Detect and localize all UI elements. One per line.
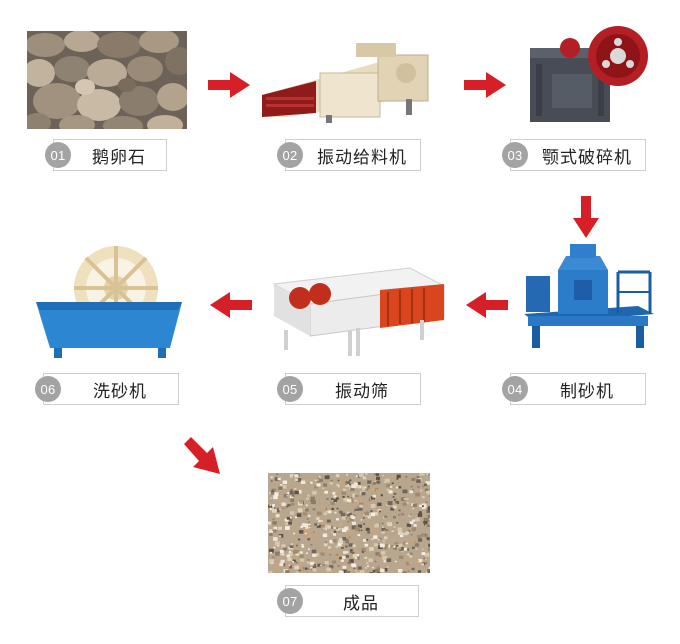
step-label-text: 洗砂机 [93,381,147,402]
step-label-text: 振动给料机 [317,147,407,168]
step-number-badge: 06 [35,376,61,402]
step-01-label: 01 鹅卵石 [45,139,167,171]
step-05-label: 05 振动筛 [277,373,421,405]
step-number-badge: 03 [502,142,528,168]
sand-washer-image [32,240,188,360]
vibrating-feeder-image [256,33,436,123]
arrow-down-right-icon [184,437,220,474]
step-label-text: 制砂机 [560,381,614,402]
step-04-label: 04 制砂机 [502,373,646,405]
step-number-badge: 01 [45,142,71,168]
arrow-down-icon [573,196,599,238]
arrow-right-icon [464,72,506,98]
vibrating-screen-image [270,262,448,358]
step-06-label: 06 洗砂机 [35,373,179,405]
step-label-text: 成品 [343,593,379,614]
arrow-left-icon [210,292,252,318]
step-02-label: 02 振动给料机 [277,139,421,171]
arrow-right-icon [208,72,250,98]
sand-making-machine-image [518,236,660,354]
step-number-badge: 04 [502,376,528,402]
step-label-text: 鹅卵石 [92,147,146,168]
step-07-label: 07 成品 [277,585,419,617]
step-label-text: 颚式破碎机 [542,147,632,168]
step-number-badge: 02 [277,142,303,168]
step-label-text: 振动筛 [335,381,389,402]
step-number-badge: 05 [277,376,303,402]
pebbles-image [27,31,187,129]
jaw-crusher-image [522,18,648,126]
step-03-label: 03 颚式破碎机 [502,139,646,171]
finished-sand-image [268,473,430,573]
arrow-left-icon [466,292,508,318]
step-number-badge: 07 [277,588,303,614]
